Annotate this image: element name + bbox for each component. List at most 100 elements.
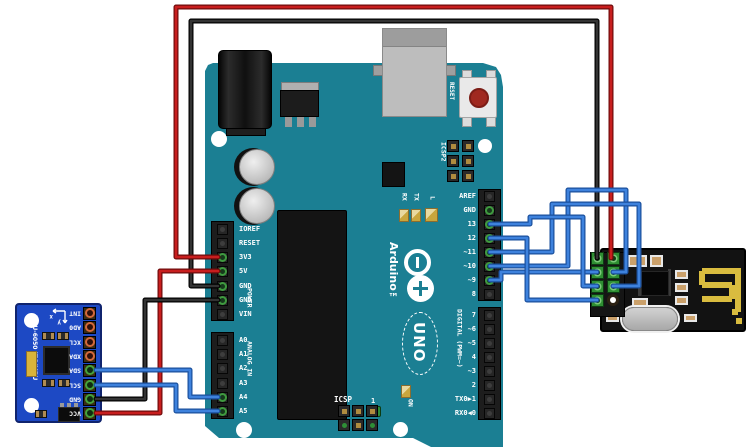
wire-b12-core[interactable] bbox=[488, 236, 599, 302]
mpu-pin-label-GND: GND bbox=[69, 395, 81, 403]
pin-~11[interactable] bbox=[484, 246, 495, 258]
pin-5V[interactable] bbox=[217, 265, 228, 277]
regulator-leg bbox=[309, 117, 316, 127]
nrf-pin[interactable] bbox=[590, 293, 604, 307]
wire-black_mpu[interactable] bbox=[93, 297, 221, 402]
wire-red_mpu-core[interactable] bbox=[94, 269, 220, 415]
mpu-pin-XDA[interactable] bbox=[83, 349, 96, 363]
pin-7[interactable] bbox=[484, 309, 495, 321]
wire-b_scl-core[interactable] bbox=[94, 383, 220, 413]
nrf-pin[interactable] bbox=[590, 279, 604, 293]
pin-~5[interactable] bbox=[484, 337, 495, 349]
icsp-label: ICSP bbox=[334, 395, 353, 404]
smd-component bbox=[675, 270, 688, 279]
pin-label-IOREF: IOREF bbox=[239, 224, 261, 233]
wire-b_sda-core[interactable] bbox=[94, 368, 220, 399]
pin-AREF[interactable] bbox=[484, 190, 495, 202]
mpu-pin-SCL[interactable] bbox=[83, 378, 96, 392]
pin-label-GND: GND bbox=[239, 295, 252, 304]
pin-A4[interactable] bbox=[217, 391, 228, 403]
wire-black_mpu-core[interactable] bbox=[94, 298, 220, 401]
icsp-pin[interactable] bbox=[338, 419, 350, 431]
icsp2-pin[interactable] bbox=[447, 155, 459, 167]
pin-A2[interactable] bbox=[217, 362, 228, 374]
crystal-oscillator bbox=[622, 307, 678, 331]
pin-~9[interactable] bbox=[484, 274, 495, 286]
wire-b13[interactable] bbox=[487, 214, 600, 289]
pin-3V3[interactable] bbox=[217, 251, 228, 263]
nrf-pin[interactable] bbox=[606, 279, 620, 293]
wire-b9[interactable] bbox=[487, 269, 600, 283]
barrel-jack-base bbox=[226, 128, 266, 136]
smd-component bbox=[58, 379, 70, 387]
smd-component bbox=[675, 283, 688, 292]
icsp-pin[interactable] bbox=[352, 419, 364, 431]
nrf-pin[interactable] bbox=[590, 265, 604, 279]
pin-label-RESET: RESET bbox=[239, 238, 261, 247]
regulator-leg bbox=[67, 403, 71, 408]
nrf24l01-board[interactable] bbox=[590, 248, 746, 332]
pin-4[interactable] bbox=[484, 351, 495, 363]
pin-GND[interactable] bbox=[484, 204, 495, 216]
nrf-pin[interactable] bbox=[606, 251, 620, 265]
mpu-pin-VCC[interactable] bbox=[83, 406, 96, 420]
pin-TX01[interactable] bbox=[484, 393, 495, 405]
wire-b_sda[interactable] bbox=[93, 367, 221, 400]
mpu-pin-AD0[interactable] bbox=[83, 320, 96, 334]
nrf-pin[interactable] bbox=[606, 265, 620, 279]
pin-GND[interactable] bbox=[217, 280, 228, 292]
pin-A3[interactable] bbox=[217, 377, 228, 389]
pin-A1[interactable] bbox=[217, 348, 228, 360]
smd-component bbox=[650, 255, 663, 267]
pin-RX00[interactable] bbox=[484, 407, 495, 419]
reset-button-cap[interactable] bbox=[469, 88, 489, 108]
mpu-pin-SDA[interactable] bbox=[83, 363, 96, 377]
power-header-label: POWER bbox=[245, 288, 254, 308]
pin-label-~10: ~10 bbox=[463, 261, 476, 270]
icsp-pin[interactable] bbox=[352, 405, 364, 417]
mounting-hole bbox=[478, 139, 492, 153]
icsp2-pin[interactable] bbox=[462, 170, 474, 182]
pin-GND[interactable] bbox=[217, 294, 228, 306]
wire-b_scl[interactable] bbox=[93, 382, 221, 414]
smd-component bbox=[628, 255, 647, 267]
icsp-pin[interactable] bbox=[366, 405, 378, 417]
smd-component bbox=[42, 379, 55, 387]
pin-8[interactable] bbox=[484, 288, 495, 300]
wire-b13-core[interactable] bbox=[488, 215, 599, 288]
pin-13[interactable] bbox=[484, 218, 495, 230]
pin-label-A1: A1 bbox=[239, 349, 248, 358]
mpu-pin-label-VCC: VCC bbox=[69, 409, 81, 417]
icsp2-pin[interactable] bbox=[462, 155, 474, 167]
wire-b9-core[interactable] bbox=[488, 270, 599, 282]
pin-RESET[interactable] bbox=[217, 237, 228, 249]
pin-~6[interactable] bbox=[484, 323, 495, 335]
pin-12[interactable] bbox=[484, 232, 495, 244]
nrf-pin[interactable] bbox=[590, 251, 604, 265]
pin-VIN[interactable] bbox=[217, 308, 228, 320]
mpu-pin-label-XCL: XCL bbox=[69, 338, 81, 346]
pin-2[interactable] bbox=[484, 379, 495, 391]
mpu-pin-GND[interactable] bbox=[83, 392, 96, 406]
pin-A5[interactable] bbox=[217, 405, 228, 417]
pin-~3[interactable] bbox=[484, 365, 495, 377]
regulator-leg bbox=[285, 117, 292, 127]
pin-label-3V3: 3V3 bbox=[239, 252, 252, 261]
pin-label-~11: ~11 bbox=[463, 247, 476, 256]
mpu-pin-XCL[interactable] bbox=[83, 335, 96, 349]
icsp2-pin[interactable] bbox=[447, 170, 459, 182]
icsp-pin[interactable] bbox=[366, 419, 378, 431]
icsp-pin[interactable] bbox=[338, 405, 350, 417]
mpu-pin-INT[interactable] bbox=[83, 306, 96, 320]
pin-label-GND: GND bbox=[463, 205, 476, 214]
wire-red_mpu[interactable] bbox=[93, 268, 221, 416]
pin-A0[interactable] bbox=[217, 334, 228, 346]
pin-IOREF[interactable] bbox=[217, 223, 228, 235]
reset-button[interactable] bbox=[459, 77, 497, 118]
pin-~10[interactable] bbox=[484, 260, 495, 272]
icsp2-pin[interactable] bbox=[447, 140, 459, 152]
icsp2-pin[interactable] bbox=[462, 140, 474, 152]
pin-label-VIN: VIN bbox=[239, 309, 252, 318]
icsp2-label: ICSP2 bbox=[439, 142, 448, 162]
wire-b12[interactable] bbox=[487, 235, 600, 303]
